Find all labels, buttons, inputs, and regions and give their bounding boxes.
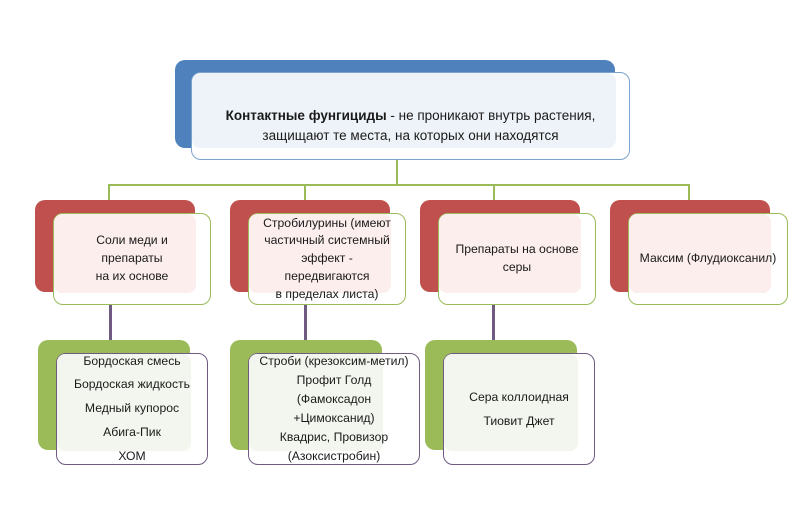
level3-node-1: Бордоская смесь Бордоская жидкость Медны…	[38, 340, 218, 465]
level2-node-3-label: Препараты на основе серы	[455, 242, 579, 274]
connector-to-level2-4	[688, 184, 691, 206]
level2-node-2: Стробилурины (имеют частичный системный …	[230, 200, 406, 305]
root-node-card: Контактные фунгициды - не проникают внут…	[191, 72, 630, 160]
level2-node-1: Соли меди и препараты на их основе	[35, 200, 211, 305]
connector-root-stem	[396, 160, 399, 185]
connector-to-level3-1	[109, 305, 112, 340]
level3-node-2-card: Строби (крезоксим-метил) Профит Голд (Фа…	[248, 353, 420, 465]
connector-to-level3-3	[492, 305, 495, 340]
root-node-label: Контактные фунгициды - не проникают внут…	[192, 86, 629, 147]
level2-node-3: Препараты на основе серы	[420, 200, 596, 305]
connector-to-level2-1	[108, 184, 111, 206]
level2-node-4-label: Максим (Флудиоксанил)	[639, 251, 777, 266]
level3-node-3: Сера коллоидная Тиовит Джет	[425, 340, 605, 465]
connector-to-level2-2	[304, 184, 307, 206]
root-node-label-bold: Контактные фунгициды	[225, 107, 387, 123]
connector-to-level3-2	[304, 305, 307, 340]
connector-level2-bus	[108, 184, 690, 187]
root-node: Контактные фунгициды - не проникают внут…	[175, 60, 630, 160]
level3-node-1-label: Бордоская смесь Бордоская жидкость Медны…	[74, 353, 190, 463]
level2-node-1-label: Соли меди и препараты на их основе	[95, 233, 169, 283]
level3-node-3-card: Сера коллоидная Тиовит Джет	[443, 353, 595, 465]
connector-to-level2-3	[493, 184, 496, 206]
level3-node-1-card: Бордоская смесь Бордоская жидкость Медны…	[56, 353, 208, 465]
level2-node-1-card: Соли меди и препараты на их основе	[53, 213, 211, 305]
level2-node-2-card: Стробилурины (имеют частичный системный …	[248, 213, 406, 305]
level2-node-3-card: Препараты на основе серы	[438, 213, 596, 305]
level2-node-2-label: Стробилурины (имеют частичный системный …	[263, 215, 391, 301]
level3-node-3-label: Сера коллоидная Тиовит Джет	[469, 389, 569, 428]
level3-node-2-label: Строби (крезоксим-метил) Профит Голд (Фа…	[259, 354, 409, 463]
level2-node-4: Максим (Флудиоксанил)	[610, 200, 788, 305]
level2-node-4-card: Максим (Флудиоксанил)	[628, 213, 788, 305]
level3-node-2: Строби (крезоксим-метил) Профит Голд (Фа…	[230, 340, 420, 465]
